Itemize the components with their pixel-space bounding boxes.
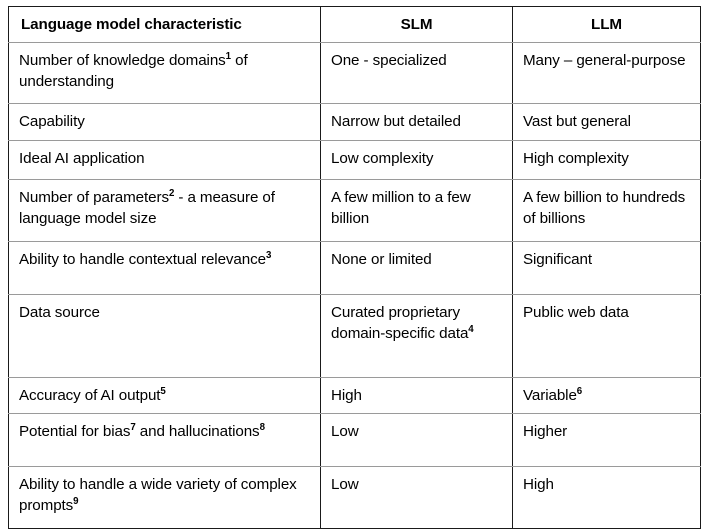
cell-text: Ideal AI application — [19, 149, 145, 167]
footnote-marker: 3 — [265, 249, 272, 261]
column-header-characteristic: Language model characteristic — [8, 6, 321, 43]
cell-text: Ability to handle contextual relevance — [19, 250, 266, 268]
cell-text: High — [523, 475, 554, 493]
table-row: Ability to handle contextual relevance3 … — [8, 241, 701, 295]
cell-characteristic: Capability — [8, 103, 321, 141]
footnote-marker: 1 — [225, 50, 231, 62]
cell-text: One - specialized — [331, 51, 447, 69]
cell-llm: Variable6 — [512, 377, 701, 414]
cell-llm: A few billion to hundreds of billions — [512, 179, 701, 242]
cell-text: Higher — [523, 422, 568, 440]
table-row: Potential for bias7 and hallucinations8 … — [8, 413, 701, 467]
cell-slm: A few million to a few billion — [320, 179, 513, 242]
cell-text: Low — [331, 475, 359, 493]
footnote-marker: 4 — [468, 324, 474, 336]
cell-llm: Many – general-purpose — [512, 42, 701, 104]
column-header-llm: LLM — [512, 6, 701, 43]
table-row: Ideal AI application Low complexity High… — [8, 140, 701, 180]
cell-characteristic: Accuracy of AI output5 — [8, 377, 321, 414]
cell-text: Curated proprietary domain-specific data — [331, 303, 469, 343]
cell-text: Potential for bias — [19, 422, 131, 440]
cell-characteristic: Ideal AI application — [8, 140, 321, 180]
cell-slm: None or limited — [320, 241, 513, 295]
cell-slm: Low — [320, 413, 513, 467]
cell-slm: Low complexity — [320, 140, 513, 180]
table-row: Ability to handle a wide variety of comp… — [8, 466, 701, 529]
footnote-marker: 6 — [576, 385, 583, 397]
table-row: Data source Curated proprietary domain-s… — [8, 294, 701, 378]
cell-text: Variable — [523, 386, 577, 404]
table-row: Number of knowledge domains1 of understa… — [8, 42, 701, 104]
cell-text: Capability — [19, 112, 85, 130]
cell-llm: High complexity — [512, 140, 701, 180]
cell-text: Ability to handle a wide variety of comp… — [19, 475, 297, 515]
cell-llm: Vast but general — [512, 103, 701, 141]
cell-text-tail: and hallucinations — [135, 422, 260, 440]
column-header-slm: SLM — [320, 6, 513, 43]
cell-slm: Narrow but detailed — [320, 103, 513, 141]
cell-text: Data source — [19, 303, 100, 321]
footnote-marker: 7 — [130, 421, 136, 433]
cell-text: None or limited — [331, 250, 432, 268]
cell-characteristic: Number of parameters2 - a measure of lan… — [8, 179, 321, 242]
table-body: Number of knowledge domains1 of understa… — [8, 42, 701, 529]
cell-text: Accuracy of AI output — [19, 386, 161, 404]
cell-characteristic: Ability to handle a wide variety of comp… — [8, 466, 321, 529]
cell-text: Significant — [523, 250, 592, 268]
cell-text: Low — [331, 422, 359, 440]
footnote-marker: 2 — [168, 187, 175, 199]
table-row: Capability Narrow but detailed Vast but … — [8, 103, 701, 141]
footnote-marker: 5 — [160, 385, 166, 397]
footnote-marker-secondary: 8 — [259, 421, 265, 433]
table-row: Number of parameters2 - a measure of lan… — [8, 179, 701, 242]
cell-llm: Significant — [512, 241, 701, 295]
cell-slm: Curated proprietary domain-specific data… — [320, 294, 513, 378]
header-row: Language model characteristic SLM LLM — [8, 6, 701, 43]
cell-text: Number of knowledge domains — [19, 51, 226, 69]
cell-llm: High — [513, 466, 701, 528]
cell-text: Number of parameters — [19, 188, 169, 206]
cell-characteristic: Potential for bias7 and hallucinations8 — [8, 413, 321, 467]
table-header: Language model characteristic SLM LLM — [8, 6, 701, 43]
cell-text: A few million to a few billion — [331, 188, 471, 228]
cell-text: A few billion to hundreds of billions — [523, 188, 686, 228]
cell-text: High complexity — [523, 149, 629, 167]
cell-text: Low complexity — [331, 149, 434, 167]
footnote-marker: 9 — [73, 496, 79, 508]
cell-text-tail: - a measure of language model size — [19, 188, 275, 228]
cell-characteristic: Number of knowledge domains1 of understa… — [8, 42, 321, 104]
cell-llm: Public web data — [512, 294, 701, 378]
cell-characteristic: Data source — [8, 294, 321, 378]
slm-vs-llm-comparison-table: Language model characteristic SLM LLM Nu… — [8, 6, 701, 529]
cell-text: Vast but general — [523, 112, 631, 130]
cell-text-tail: of understanding — [19, 51, 248, 91]
cell-text: Narrow but detailed — [331, 112, 461, 130]
cell-characteristic: Ability to handle contextual relevance3 — [8, 241, 321, 295]
cell-slm: High — [320, 377, 513, 414]
cell-text: Public web data — [523, 303, 629, 321]
cell-llm: Higher — [512, 413, 701, 467]
table-row: Accuracy of AI output5 High Variable6 — [8, 377, 701, 414]
cell-slm: One - specialized — [320, 42, 513, 104]
cell-text: Many – general-purpose — [523, 51, 686, 69]
cell-slm: Low — [320, 466, 513, 529]
cell-text: High — [331, 386, 362, 404]
